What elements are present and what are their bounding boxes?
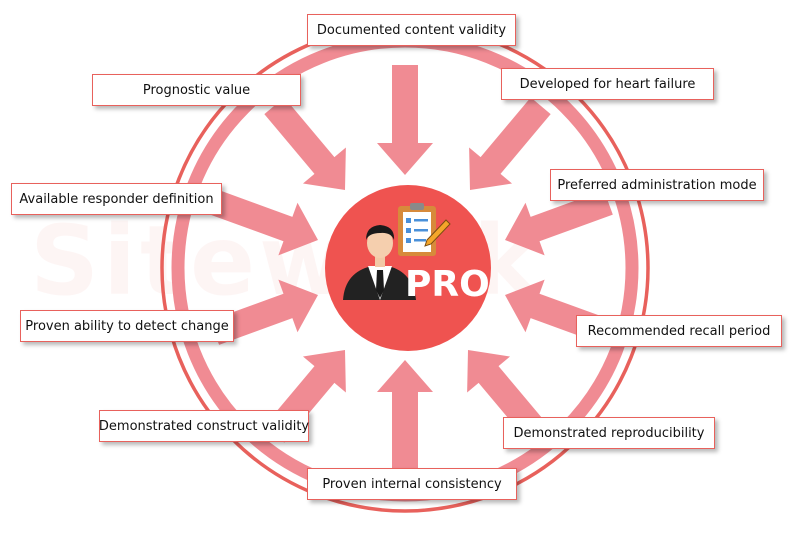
label-available-responder-definition: Available responder definition [11,183,222,215]
label-documented-content-validity: Documented content validity [307,14,516,46]
businessman-icon [343,225,416,300]
label-demonstrated-construct-validity: Demonstrated construct validity [99,410,309,442]
label-demonstrated-reproducibility: Demonstrated reproducibility [503,417,715,449]
label-developed-for-heart-failure: Developed for heart failure [501,68,714,100]
arrow-left-upper [205,176,328,267]
arrow-bottom [377,360,433,470]
label-preferred-administration-mode: Preferred administration mode [550,169,764,201]
center-circle [325,185,491,351]
center-title: PRO [405,264,490,305]
arrow-top-right [448,87,563,208]
clipboard-checklist-icon [398,203,451,256]
label-proven-ability-to-detect-change: Proven ability to detect change [20,310,234,342]
label-proven-internal-consistency: Proven internal consistency [307,468,517,500]
arrow-top [377,65,433,175]
label-recommended-recall-period: Recommended recall period [576,315,782,347]
label-prognostic-value: Prognostic value [92,74,301,106]
